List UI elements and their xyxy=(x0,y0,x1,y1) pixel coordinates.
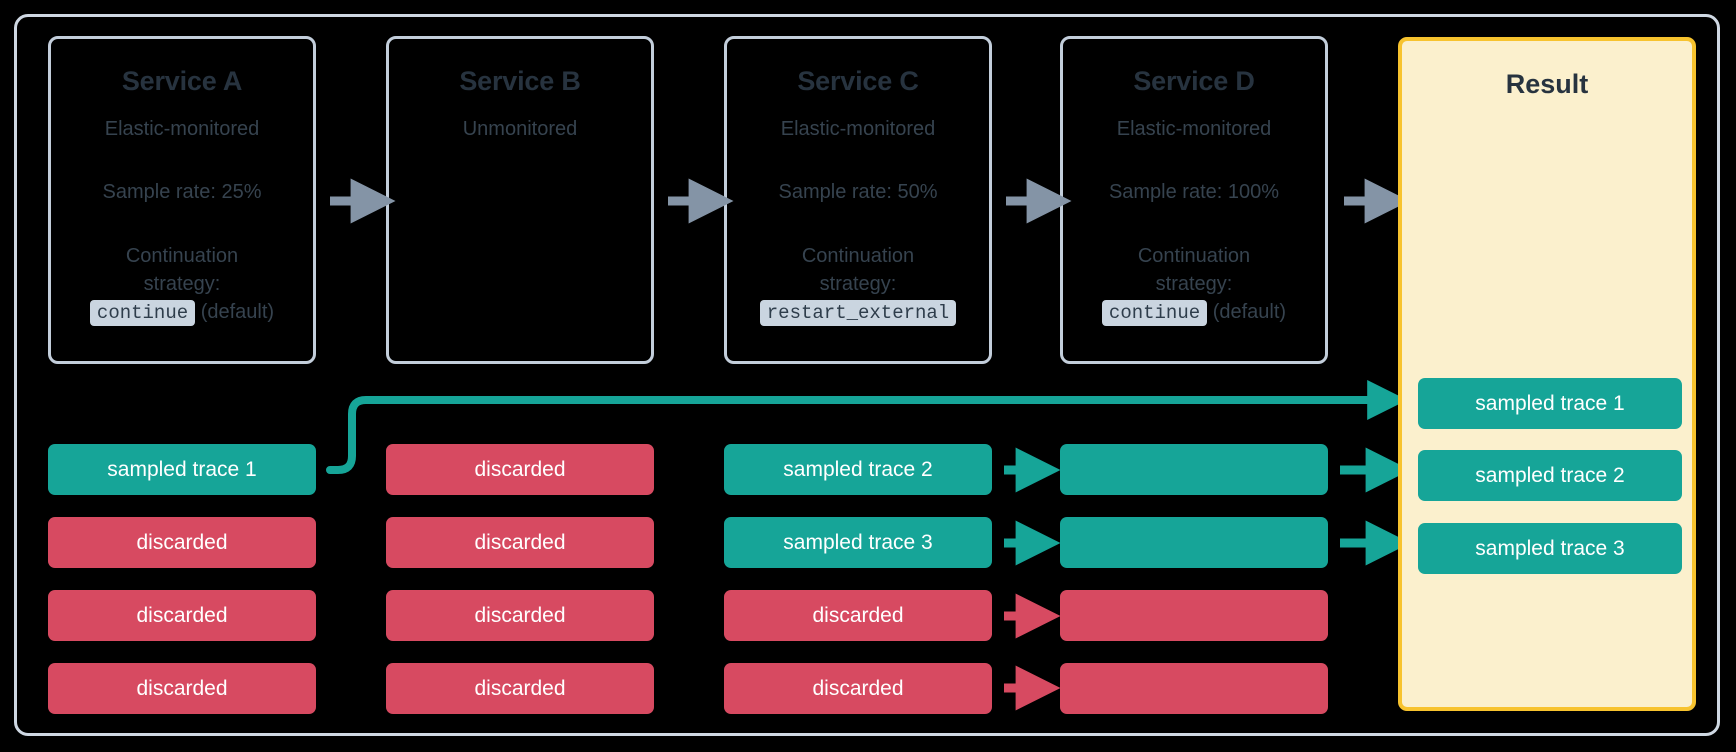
service-a-strategy-suffix: (default) xyxy=(200,301,275,323)
result-trace-1: sampled trace 1 xyxy=(1418,378,1682,429)
service-card-b: Service B Unmonitored xyxy=(386,36,654,364)
trace-b-row1: discarded xyxy=(386,444,654,495)
service-d-strategy-code: continue xyxy=(1101,300,1208,326)
service-card-d: Service D Elastic-monitored Sample rate:… xyxy=(1060,36,1328,364)
result-trace-2: sampled trace 2 xyxy=(1418,450,1682,501)
trace-d-row2 xyxy=(1060,517,1328,568)
service-d-strategy-value: continue (default) xyxy=(1063,300,1325,326)
trace-c-row4: discarded xyxy=(724,663,992,714)
trace-c-row1: sampled trace 2 xyxy=(724,444,992,495)
trace-b-row2: discarded xyxy=(386,517,654,568)
service-b-title: Service B xyxy=(459,66,581,96)
trace-a-row3: discarded xyxy=(48,590,316,641)
service-d-sample-rate: Sample rate: 100% xyxy=(1108,181,1280,203)
trace-c-row2: sampled trace 3 xyxy=(724,517,992,568)
trace-a-row1: sampled trace 1 xyxy=(48,444,316,495)
result-panel-title: Result xyxy=(1505,69,1589,99)
trace-a-row4: discarded xyxy=(48,663,316,714)
diagram-outer-frame xyxy=(14,14,1720,736)
service-a-strategy-label: Continuation strategy: xyxy=(125,245,239,295)
service-card-c: Service C Elastic-monitored Sample rate:… xyxy=(724,36,992,364)
service-card-a: Service A Elastic-monitored Sample rate:… xyxy=(48,36,316,364)
service-c-monitoring: Elastic-monitored xyxy=(780,118,936,140)
trace-a-row2: discarded xyxy=(48,517,316,568)
service-a-sample-rate: Sample rate: 25% xyxy=(102,181,262,203)
result-panel: Result sampled trace 1 sampled trace 2 s… xyxy=(1398,37,1696,711)
trace-d-row1 xyxy=(1060,444,1328,495)
service-d-strategy-label: Continuation strategy: xyxy=(1137,245,1251,295)
service-a-strategy-code: continue xyxy=(89,300,196,326)
service-c-strategy-code: restart_external xyxy=(759,300,957,326)
service-c-strategy-value: restart_external xyxy=(727,300,989,326)
service-d-monitoring: Elastic-monitored xyxy=(1116,118,1272,140)
service-a-title: Service A xyxy=(121,66,243,96)
service-c-sample-rate: Sample rate: 50% xyxy=(778,181,938,203)
service-b-monitoring: Unmonitored xyxy=(462,118,578,140)
service-d-title: Service D xyxy=(1133,66,1255,96)
service-c-strategy-label: Continuation strategy: xyxy=(801,245,915,295)
trace-d-row4 xyxy=(1060,663,1328,714)
service-c-title: Service C xyxy=(797,66,919,96)
trace-b-row4: discarded xyxy=(386,663,654,714)
service-d-strategy-suffix: (default) xyxy=(1212,301,1287,323)
trace-c-row3: discarded xyxy=(724,590,992,641)
result-trace-3: sampled trace 3 xyxy=(1418,523,1682,574)
trace-b-row3: discarded xyxy=(386,590,654,641)
trace-d-row3 xyxy=(1060,590,1328,641)
service-a-monitoring: Elastic-monitored xyxy=(104,118,260,140)
service-a-strategy-value: continue (default) xyxy=(51,300,313,326)
